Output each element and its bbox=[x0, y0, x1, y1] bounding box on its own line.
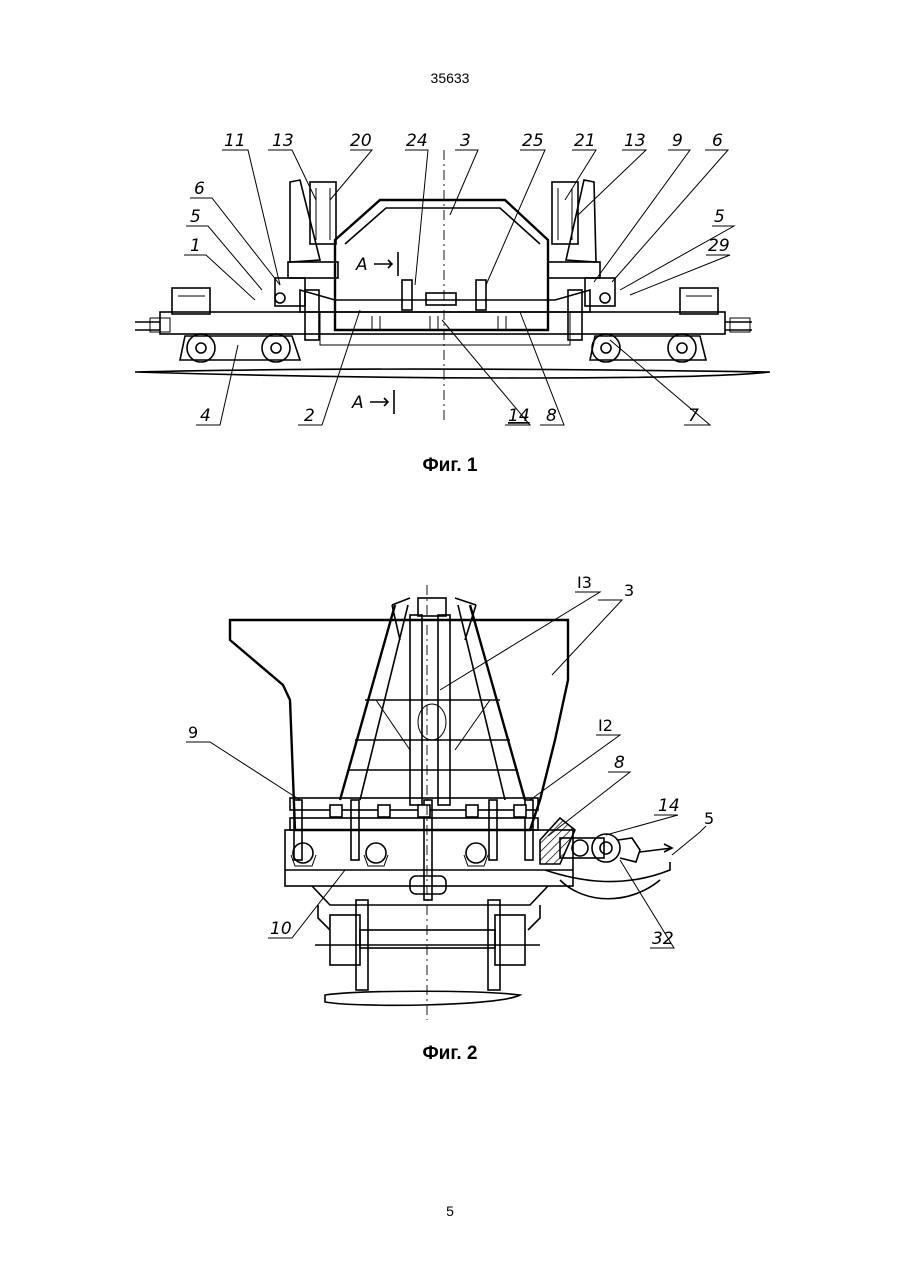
figure-1-caption: Фиг. 1 bbox=[0, 455, 900, 477]
frame-pulleys bbox=[291, 843, 488, 866]
section-marker-top: А bbox=[355, 255, 368, 275]
fig1-label-5a: 5 bbox=[190, 207, 201, 227]
wheelset bbox=[315, 900, 540, 990]
a-frame-tower bbox=[340, 598, 525, 805]
fig1-label-21: 21 bbox=[574, 131, 596, 151]
fig1-label-9: 9 bbox=[672, 131, 683, 151]
tower-right bbox=[548, 180, 615, 306]
section-marker-bottom: А bbox=[351, 393, 364, 413]
fig2-label-10: 10 bbox=[270, 919, 292, 939]
fig2-label-13: I3 bbox=[577, 573, 592, 592]
figure-2-drawing: I3 3 9 I2 8 14 5 10 32 bbox=[0, 570, 900, 1030]
fig1-label-25: 25 bbox=[522, 131, 544, 151]
bogie-left bbox=[180, 334, 300, 362]
fig1-label-11: 11 bbox=[224, 131, 246, 151]
fig1-label-5b: 5 bbox=[714, 207, 725, 227]
fig1-label-6b: 6 bbox=[712, 131, 723, 151]
fig1-label-14: 14 bbox=[508, 406, 530, 426]
fig2-label-3: 3 bbox=[624, 581, 634, 600]
fig1-label-6a: 6 bbox=[194, 179, 205, 199]
fig1-label-13a: 13 bbox=[272, 131, 294, 151]
ground-line bbox=[325, 991, 520, 1005]
fig1-label-29: 29 bbox=[708, 236, 730, 256]
fig1-label-4: 4 bbox=[200, 406, 211, 426]
figure-2-caption: Фиг. 2 bbox=[0, 1043, 900, 1065]
fig1-label-1: 1 bbox=[190, 236, 201, 256]
bogie-right bbox=[590, 334, 706, 362]
document-number: 35633 bbox=[0, 70, 900, 86]
fig2-label-9: 9 bbox=[188, 723, 198, 742]
fig1-label-2: 2 bbox=[304, 406, 315, 426]
fig2-label-5: 5 bbox=[704, 809, 714, 828]
figure-1-drawing: А А 11 13 20 24 3 25 21 13 9 6 6 5 1 5 2… bbox=[0, 120, 900, 440]
fig1-label-8: 8 bbox=[546, 406, 557, 426]
fig2-label-32: 32 bbox=[652, 929, 674, 949]
cross-beam-lower bbox=[290, 818, 538, 830]
fig1-label-13b: 13 bbox=[624, 131, 646, 151]
page-number: 5 bbox=[0, 1203, 900, 1219]
fig2-label-8: 8 bbox=[614, 753, 625, 773]
fig1-label-24: 24 bbox=[406, 131, 428, 151]
fig2-label-14: 14 bbox=[658, 796, 680, 816]
rail-line bbox=[135, 369, 770, 378]
fig2-label-12: I2 bbox=[598, 716, 613, 735]
fig1-label-20: 20 bbox=[350, 131, 372, 151]
tower-left bbox=[275, 180, 338, 306]
fig1-label-7: 7 bbox=[688, 406, 699, 426]
fig1-label-3: 3 bbox=[460, 131, 471, 151]
cross-beam-upper bbox=[290, 798, 538, 810]
